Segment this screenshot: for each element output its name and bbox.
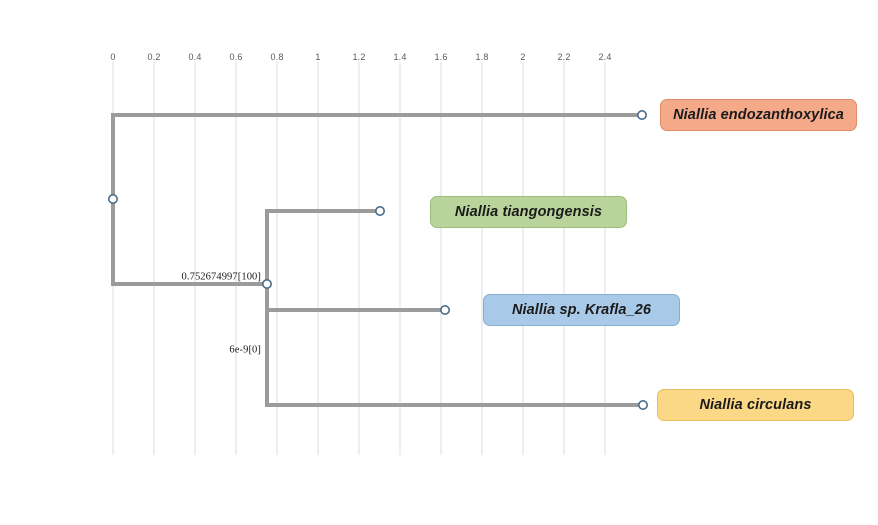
tree-nodes-group xyxy=(108,110,648,410)
axis-tick-label-0.6: 0.6 xyxy=(229,52,243,62)
axis-tick-label-0.2: 0.2 xyxy=(147,52,161,62)
axis-tick-label-1.8: 1.8 xyxy=(475,52,489,62)
taxon-label-tiangongensis[interactable]: Niallia tiangongensis xyxy=(430,196,627,228)
tree-node-tip-tiang[interactable] xyxy=(374,206,385,217)
tree-node-tip-circ[interactable] xyxy=(637,399,648,410)
taxon-label-circulans[interactable]: Niallia circulans xyxy=(657,389,854,421)
axis-tick-label-2.2: 2.2 xyxy=(557,52,571,62)
tree-node-tip-endo[interactable] xyxy=(636,110,647,121)
axis-tick-label-2: 2 xyxy=(520,52,526,62)
tree-node-root[interactable] xyxy=(108,194,119,205)
gridlines-group xyxy=(112,62,606,455)
axis-tick-label-1.2: 1.2 xyxy=(352,52,366,62)
axis-tick-label-2.4: 2.4 xyxy=(598,52,612,62)
tree-node-tip-krafla[interactable] xyxy=(439,304,450,315)
axis-tick-label-1.4: 1.4 xyxy=(393,52,407,62)
taxon-label-endozanthoxylica[interactable]: Niallia endozanthoxylica xyxy=(660,99,857,131)
axis-tick-label-0.8: 0.8 xyxy=(270,52,284,62)
branch-support-label-support-upper: 0.752674997[100] xyxy=(181,271,261,283)
axis-tick-label-1.6: 1.6 xyxy=(434,52,448,62)
taxon-label-krafla26[interactable]: Niallia sp. Krafla_26 xyxy=(483,294,680,326)
axis-tick-label-0: 0 xyxy=(110,52,116,62)
axis-tick-label-0.4: 0.4 xyxy=(188,52,202,62)
tree-node-clade-abc[interactable] xyxy=(261,278,272,289)
branch-support-label-support-lower: 6e-9[0] xyxy=(229,344,261,356)
axis-tick-label-1: 1 xyxy=(315,52,321,62)
